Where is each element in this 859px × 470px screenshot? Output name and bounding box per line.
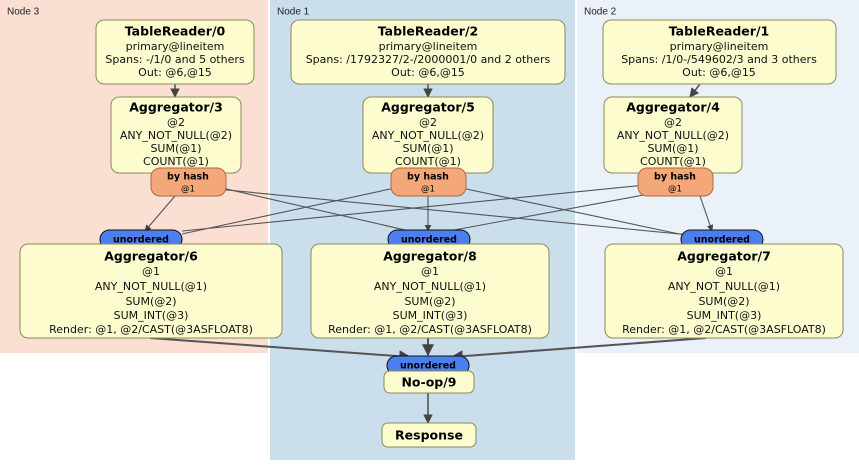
panel-node2-label: Node 2 [584,7,617,18]
processor-line: COUNT(@1) [640,155,706,168]
processor-line: Render: @1, @2/CAST(@3ASFLOAT8) [328,323,532,336]
stream-unordered-final[interactable]: unordered [386,355,470,376]
processor-line: ANY_NOT_NULL(@1) [668,280,780,293]
processor-line: ANY_NOT_NULL(@2) [120,129,232,142]
processor-line: ANY_NOT_NULL(@1) [374,280,486,293]
stream-label: unordered [694,235,750,246]
processor-line: Render: @1, @2/CAST(@3ASFLOAT8) [622,323,826,336]
processor-title: Aggregator/3 [129,100,223,115]
stream-label: unordered [401,235,457,246]
processor-title: Aggregator/6 [104,249,198,264]
panel-node1-label: Node 1 [277,7,310,18]
processor-title: Aggregator/8 [383,249,477,264]
router-sub: @1 [181,185,195,195]
processor-line: SUM(@1) [402,142,453,155]
router-sub: @1 [668,185,682,195]
processor-line: SUM(@2) [125,295,176,308]
router-hash-right[interactable]: by hash @1 [637,167,714,197]
processor-aggregator5[interactable]: Aggregator/5 @2 ANY_NOT_NULL(@2) SUM(@1)… [362,96,494,174]
processor-title: Aggregator/5 [381,100,475,115]
processor-line: Out: @6,@15 [391,66,465,79]
processor-title: Response [395,428,463,443]
processor-line: Render: @1, @2/CAST(@3ASFLOAT8) [49,323,253,336]
processor-aggregator6[interactable]: Aggregator/6 @1 ANY_NOT_NULL(@1) SUM(@2)… [19,243,283,339]
stream-label: unordered [400,361,456,372]
processor-line: primary@lineitem [670,40,769,53]
processor-line: Out: @6,@15 [682,66,756,79]
processor-line: ANY_NOT_NULL(@1) [95,280,207,293]
panel-node3-label: Node 3 [7,7,40,18]
processor-line: primary@lineitem [126,40,225,53]
edges [144,83,714,424]
processor-aggregator3[interactable]: Aggregator/3 @2 ANY_NOT_NULL(@2) SUM(@1)… [110,96,242,174]
processor-line: Spans: /1/0-/549602/3 and 3 others [621,53,817,66]
processor-line: SUM(@1) [647,142,698,155]
processor-aggregator7[interactable]: Aggregator/7 @1 ANY_NOT_NULL(@1) SUM(@2)… [604,243,844,339]
processor-line: Spans: /1792327/2-/2000001/0 and 2 other… [306,53,551,66]
processor-line: COUNT(@1) [143,155,209,168]
stream-label: unordered [113,235,169,246]
processor-title: Aggregator/7 [677,249,771,264]
processor-line: @2 [419,116,437,129]
processor-line: Out: @6,@15 [138,66,212,79]
processor-title: TableReader/1 [669,24,769,39]
processor-aggregator8[interactable]: Aggregator/8 @1 ANY_NOT_NULL(@1) SUM(@2)… [310,243,550,339]
processor-line: ANY_NOT_NULL(@2) [617,129,729,142]
processor-tablereader2[interactable]: TableReader/2 primary@lineitem Spans: /1… [290,19,566,85]
processor-line: SUM_INT(@3) [393,309,468,322]
router-hash-left[interactable]: by hash @1 [150,167,227,197]
processor-noop9[interactable]: No-op/9 [383,370,475,394]
processor-line: @1 [421,265,439,278]
processor-tablereader1[interactable]: TableReader/1 primary@lineitem Spans: /1… [602,19,837,85]
router-hash-center[interactable]: by hash @1 [390,167,467,197]
processor-line: COUNT(@1) [395,155,461,168]
router-label: by hash [654,172,696,183]
router-sub: @1 [421,185,435,195]
processor-line: Spans: -/1/0 and 5 others [105,53,244,66]
processor-title: No-op/9 [401,375,456,390]
router-label: by hash [407,172,449,183]
router-label: by hash [167,172,209,183]
processor-title: Aggregator/4 [626,100,720,115]
processor-line: @1 [715,265,733,278]
processor-tablereader0[interactable]: TableReader/0 primary@lineitem Spans: -/… [95,19,255,85]
processor-line: @2 [167,116,185,129]
processor-title: TableReader/2 [378,24,478,39]
processor-aggregator4[interactable]: Aggregator/4 @2 ANY_NOT_NULL(@2) SUM(@1)… [603,96,743,174]
processor-line: primary@lineitem [379,40,478,53]
processor-response[interactable]: Response [381,422,477,448]
processor-line: SUM(@2) [404,295,455,308]
processor-line: SUM(@2) [698,295,749,308]
processor-line: SUM(@1) [150,142,201,155]
processor-title: TableReader/0 [125,24,226,39]
processor-line: @2 [664,116,682,129]
processor-line: ANY_NOT_NULL(@2) [372,129,484,142]
processor-line: SUM_INT(@3) [114,309,189,322]
processor-line: SUM_INT(@3) [687,309,762,322]
processor-line: @1 [142,265,160,278]
